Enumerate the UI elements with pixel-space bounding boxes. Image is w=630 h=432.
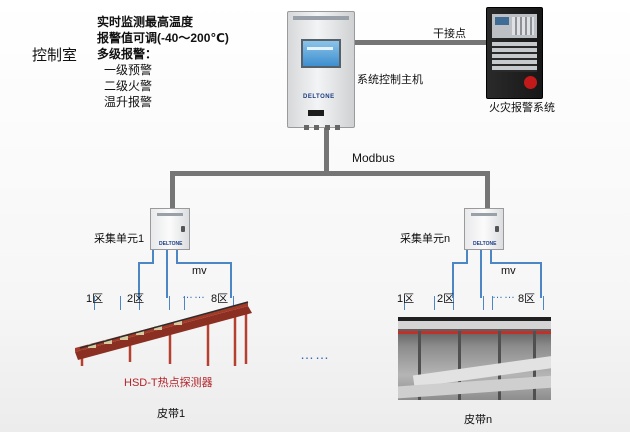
between-belts-ellipsis: …… [300,346,330,362]
unit-n-zone-8: 8区 [518,290,535,306]
bus-drop-right [485,171,490,208]
collection-unit-n-device: DELTONE [464,208,504,250]
conveyor-belt-n-photo [398,317,551,400]
fire-alarm-label: 火灾报警系统 [489,99,555,115]
belt-n-label: 皮带n [464,411,492,427]
conveyor-belt-1 [70,300,255,380]
collection-unit-1-label: 采集单元1 [94,230,144,246]
host-screen [301,39,341,68]
unit-1-signal-label: mv [192,265,207,277]
alarm-level-2: 二级火警 [97,78,229,94]
belt-1-label: 皮带1 [157,405,185,421]
dry-contact-label: 干接点 [433,25,466,41]
dry-contact-line [355,40,486,45]
host-logo: DELTONE [303,94,335,100]
unit-n-signal-label: mv [501,265,516,277]
detector-label: HSD-T热点探测器 [124,374,213,390]
alarm-level-1: 一级预警 [97,62,229,78]
collection-unit-1-device: DELTONE [150,208,190,250]
bus-drop-left [170,171,175,208]
alarm-level-3: 温升报警 [97,94,229,110]
control-room-label: 控制室 [32,44,77,65]
unit-n-zone-ellipsis: …… [492,289,516,301]
control-host-device: DELTONE [287,11,355,128]
unit-n-zone-1: 1区 [397,290,414,306]
feature-line-3: 多级报警： [97,46,229,62]
modbus-label: Modbus [352,151,395,165]
feature-line-1: 实时监测最高温度 [97,14,229,30]
bus-line [170,171,490,176]
host-label: 系统控制主机 [357,71,423,87]
feature-line-2: 报警值可调(-40～200℃) [97,30,229,46]
feature-list: 实时监测最高温度 报警值可调(-40～200℃) 多级报警： 一级预警 二级火警… [97,14,229,110]
host-down-line [324,128,329,175]
unit-n-zone-2: 2区 [437,290,454,306]
fire-alarm-panel [486,7,543,99]
collection-unit-n-label: 采集单元n [400,230,450,246]
